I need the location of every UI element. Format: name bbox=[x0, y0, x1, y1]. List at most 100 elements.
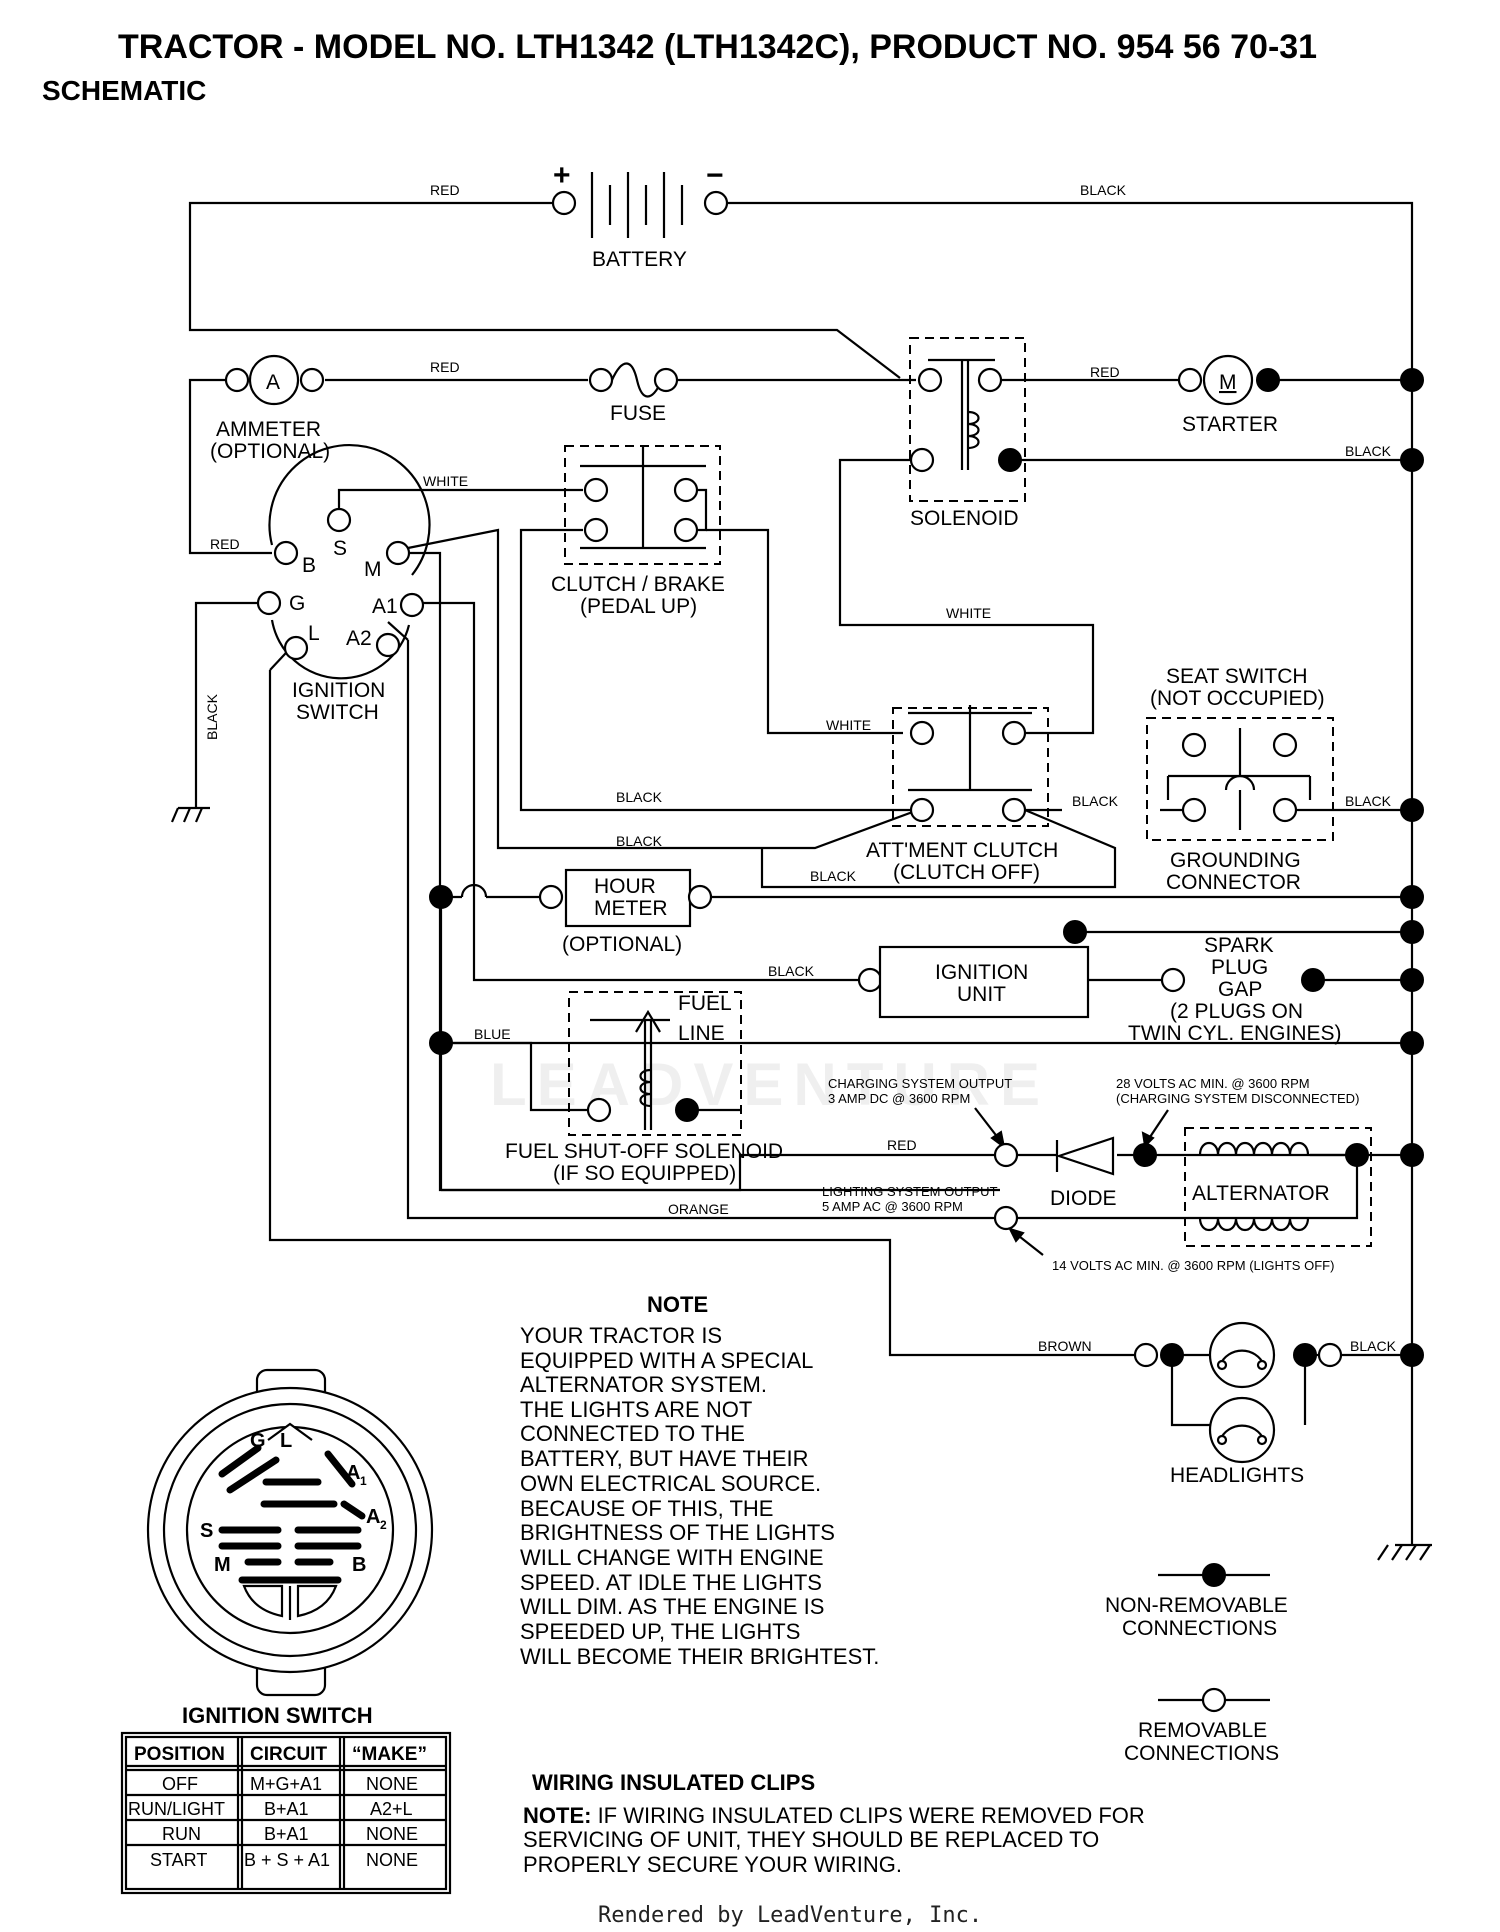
wire-label-black: BLACK bbox=[1345, 443, 1392, 459]
detail-letter-l: L bbox=[280, 1430, 292, 1452]
table-cell: RUN bbox=[162, 1824, 201, 1844]
seat-switch-label: SEAT SWITCH bbox=[1166, 665, 1308, 688]
table-cell: M+G+A1 bbox=[250, 1774, 322, 1794]
hour-meter-label-2: METER bbox=[594, 897, 668, 920]
starter-symbol: M bbox=[1219, 371, 1237, 394]
wire-label-red: RED bbox=[430, 359, 460, 375]
wire-label-white: WHITE bbox=[423, 473, 468, 489]
note-line: BRIGHTNESS OF THE LIGHTS bbox=[520, 1520, 835, 1545]
table-cell: RUN/LIGHT bbox=[128, 1799, 225, 1819]
battery-positive-terminal bbox=[551, 190, 577, 216]
clips-note-line: SERVICING OF UNIT, THEY SHOULD BE REPLAC… bbox=[523, 1827, 1099, 1852]
ignition-switch-table: POSITION CIRCUIT “MAKE” OFF M+G+A1 NONE … bbox=[120, 1731, 452, 1895]
grounding-connector-label-2: CONNECTOR bbox=[1166, 871, 1301, 894]
seat-switch-state: (NOT OCCUPIED) bbox=[1150, 687, 1325, 710]
table-cell: A2+L bbox=[370, 1799, 413, 1819]
connection-legend: NON-REMOVABLE CONNECTIONS REMOVABLE CONN… bbox=[1105, 1563, 1288, 1765]
spark-plug-label-2: PLUG bbox=[1211, 956, 1268, 979]
minus-sign: − bbox=[706, 159, 724, 192]
ignition-switch-detail: G L A 1 A 2 S M B IGNITION SWITCH bbox=[146, 1368, 434, 1728]
wire-label-black: BLACK bbox=[616, 789, 663, 805]
starter: M STARTER bbox=[1177, 354, 1280, 436]
volts28-note: (CHARGING SYSTEM DISCONNECTED) bbox=[1116, 1091, 1359, 1106]
fuse-label: FUSE bbox=[610, 402, 666, 425]
terminal-a2: A2 bbox=[346, 627, 372, 650]
table-cell: NONE bbox=[366, 1850, 418, 1870]
lighting-output-label: LIGHTING SYSTEM OUTPUT bbox=[822, 1184, 998, 1199]
wire-label-black: BLACK bbox=[204, 693, 220, 740]
note-line: CONNECTED TO THE bbox=[520, 1421, 745, 1446]
ignition-switch-label-2: SWITCH bbox=[296, 701, 379, 724]
alternator-label: ALTERNATOR bbox=[1192, 1182, 1330, 1205]
note-line: SPEEDED UP, THE LIGHTS bbox=[520, 1619, 800, 1644]
note-line: SPEED. AT IDLE THE LIGHTS bbox=[520, 1570, 822, 1595]
table-cell: NONE bbox=[366, 1774, 418, 1794]
ammeter: A AMMETER (OPTIONAL) bbox=[210, 354, 330, 463]
plus-sign: + bbox=[553, 159, 571, 192]
clutch-brake-switch: CLUTCH / BRAKE (PEDAL UP) bbox=[551, 445, 725, 618]
page-title: TRACTOR - MODEL NO. LTH1342 (LTH1342C), … bbox=[118, 28, 1317, 66]
fuel-line-label-2: LINE bbox=[678, 1022, 725, 1045]
table-cell: B+A1 bbox=[264, 1799, 309, 1819]
ignition-switch: S B M G A1 L A2 IGNITION SWITCH bbox=[256, 444, 431, 724]
fuel-solenoid-note: (IF SO EQUIPPED) bbox=[553, 1162, 736, 1185]
wire-label-red: RED bbox=[887, 1137, 917, 1153]
fuel-shutoff-solenoid: FUEL LINE FUEL SHUT-OFF SOLENOID (IF SO … bbox=[505, 991, 783, 1185]
solenoid: SOLENOID bbox=[909, 337, 1026, 530]
wire-label-white: WHITE bbox=[946, 605, 991, 621]
terminal-m: M bbox=[364, 558, 382, 581]
note-heading: NOTE bbox=[647, 1292, 708, 1317]
wire-label-white: WHITE bbox=[826, 717, 871, 733]
ignition-unit-label-2: UNIT bbox=[957, 983, 1006, 1006]
clips-heading: WIRING INSULATED CLIPS bbox=[532, 1770, 815, 1795]
note-line: YOUR TRACTOR IS bbox=[520, 1323, 722, 1348]
ammeter-optional: (OPTIONAL) bbox=[210, 440, 330, 463]
wire-label-black: BLACK bbox=[1345, 793, 1392, 809]
hour-meter: HOUR METER (OPTIONAL) bbox=[429, 868, 713, 956]
note-line: BECAUSE OF THIS, THE bbox=[520, 1496, 773, 1521]
spark-plug-label: SPARK bbox=[1204, 934, 1274, 957]
note-line: BATTERY, BUT HAVE THEIR bbox=[520, 1446, 809, 1471]
note-line: EQUIPPED WITH A SPECIAL bbox=[520, 1348, 813, 1373]
note-line: ALTERNATOR SYSTEM. bbox=[520, 1372, 767, 1397]
note-line: WILL BECOME THEIR BRIGHTEST. bbox=[520, 1644, 879, 1669]
watermark: LEADVENTURE bbox=[490, 1051, 1050, 1118]
starter-label: STARTER bbox=[1182, 413, 1278, 436]
page-subtitle: SCHEMATIC bbox=[42, 75, 206, 106]
removable-connection-icon bbox=[1201, 1687, 1227, 1713]
spark-plug: SPARK PLUG GAP (2 PLUGS ON TWIN CYL. ENG… bbox=[1128, 934, 1342, 1045]
clips-note-line: IF WIRING INSULATED CLIPS WERE REMOVED F… bbox=[591, 1803, 1144, 1828]
alternator-note: NOTE YOUR TRACTOR IS EQUIPPED WITH A SPE… bbox=[520, 1292, 879, 1669]
wire-labels: RED BLACK RED RED BLACK WHITE RED WHITE … bbox=[204, 182, 1397, 1354]
wire-label-black: BLACK bbox=[1080, 182, 1127, 198]
headlights: HEADLIGHTS bbox=[1133, 1321, 1343, 1487]
wire-label-black: BLACK bbox=[768, 963, 815, 979]
wire-label-black: BLACK bbox=[616, 833, 663, 849]
clips-note-line: PROPERLY SECURE YOUR WIRING. bbox=[523, 1852, 902, 1877]
wiring-clips-note: WIRING INSULATED CLIPS NOTE: IF WIRING I… bbox=[523, 1770, 1145, 1877]
detail-letter-a1: A bbox=[346, 1462, 360, 1484]
terminal-a1: A1 bbox=[372, 595, 398, 618]
wire-label-black: BLACK bbox=[1350, 1338, 1397, 1354]
headlights-label: HEADLIGHTS bbox=[1170, 1464, 1304, 1487]
clutch-brake-state: (PEDAL UP) bbox=[580, 595, 697, 618]
detail-letter-s: S bbox=[200, 1520, 213, 1542]
solenoid-label: SOLENOID bbox=[910, 507, 1019, 530]
grounding-connector-label: GROUNDING bbox=[1170, 849, 1301, 872]
wire-label-red: RED bbox=[210, 536, 240, 552]
ammeter-label: AMMETER bbox=[216, 418, 321, 441]
attachment-clutch-switch: ATT'MENT CLUTCH (CLUTCH OFF) bbox=[866, 705, 1058, 884]
table-cell: B + S + A1 bbox=[244, 1850, 330, 1870]
hour-meter-label: HOUR bbox=[594, 875, 656, 898]
detail-letter-a1-sub: 1 bbox=[360, 1474, 367, 1488]
ammeter-symbol: A bbox=[266, 371, 280, 394]
hour-meter-optional: (OPTIONAL) bbox=[562, 933, 682, 956]
terminal-l: L bbox=[308, 622, 320, 645]
non-removable-label-2: CONNECTIONS bbox=[1122, 1617, 1277, 1640]
diode-label: DIODE bbox=[1050, 1187, 1117, 1210]
detail-letter-g: G bbox=[250, 1430, 266, 1452]
detail-letter-m: M bbox=[214, 1554, 231, 1576]
clips-note-prefix: NOTE: bbox=[523, 1803, 591, 1828]
detail-letter-a2: A bbox=[366, 1506, 380, 1528]
wire-label-red: RED bbox=[1090, 364, 1120, 380]
